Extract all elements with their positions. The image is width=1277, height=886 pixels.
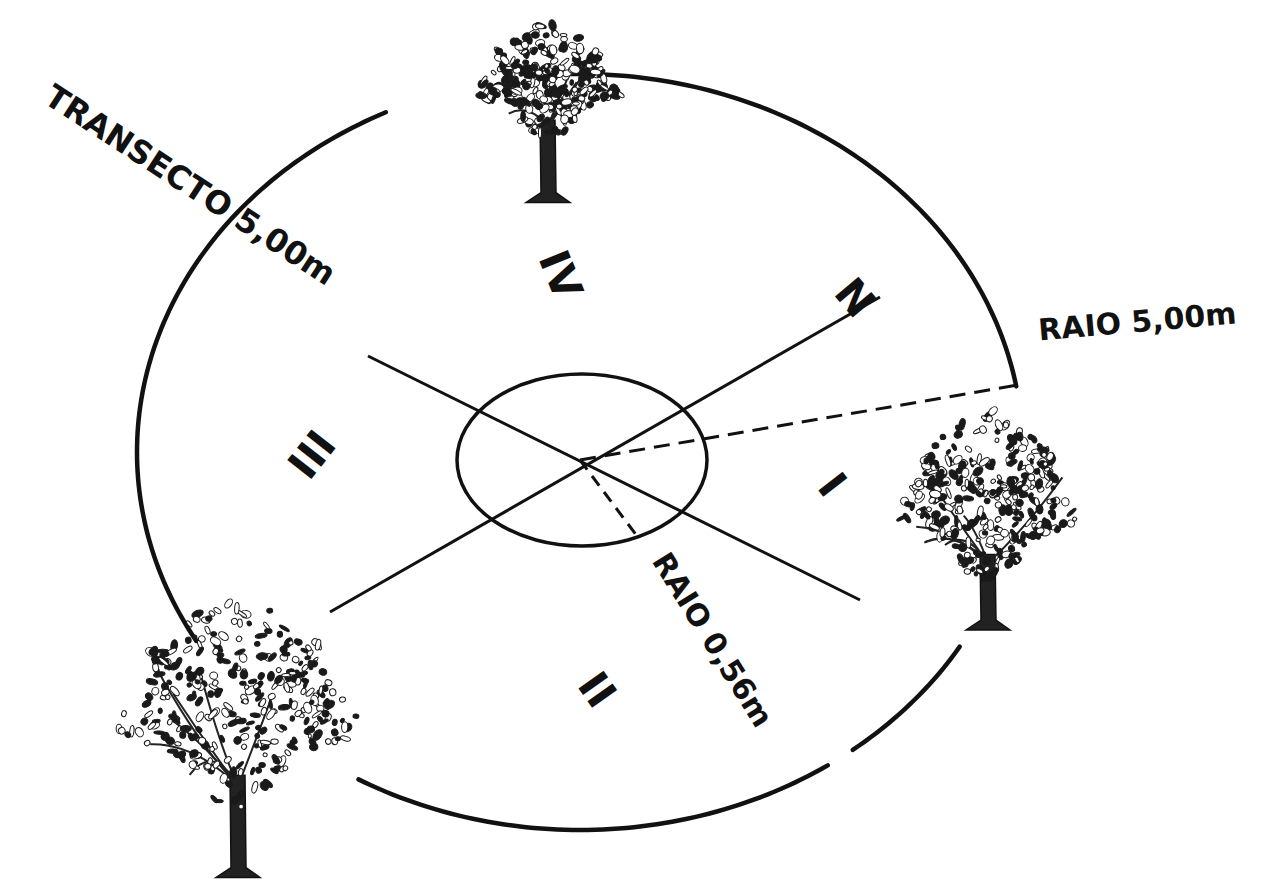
tree-drawing [116, 598, 359, 878]
plot-boundary [541, 74, 1016, 386]
tree-drawing [476, 19, 625, 202]
radius-line [580, 385, 1018, 460]
quadrant-label: II [571, 665, 623, 715]
plot-boundary [359, 765, 828, 830]
radius-line [580, 460, 640, 540]
transect-line [368, 356, 860, 600]
quadrant-label: III [281, 424, 343, 487]
quadrant-label: N [828, 271, 883, 325]
plot-boundary [853, 647, 960, 750]
tree-drawing [896, 405, 1077, 630]
quadrant-label: I [811, 466, 854, 504]
dimension-label: RAIO 0,56m [647, 548, 778, 732]
quadrant-label: IV [532, 245, 589, 305]
dimension-label: RAIO 5,00m [1037, 298, 1238, 345]
dimension-label: TRANSECTO 5,00m [39, 79, 341, 290]
